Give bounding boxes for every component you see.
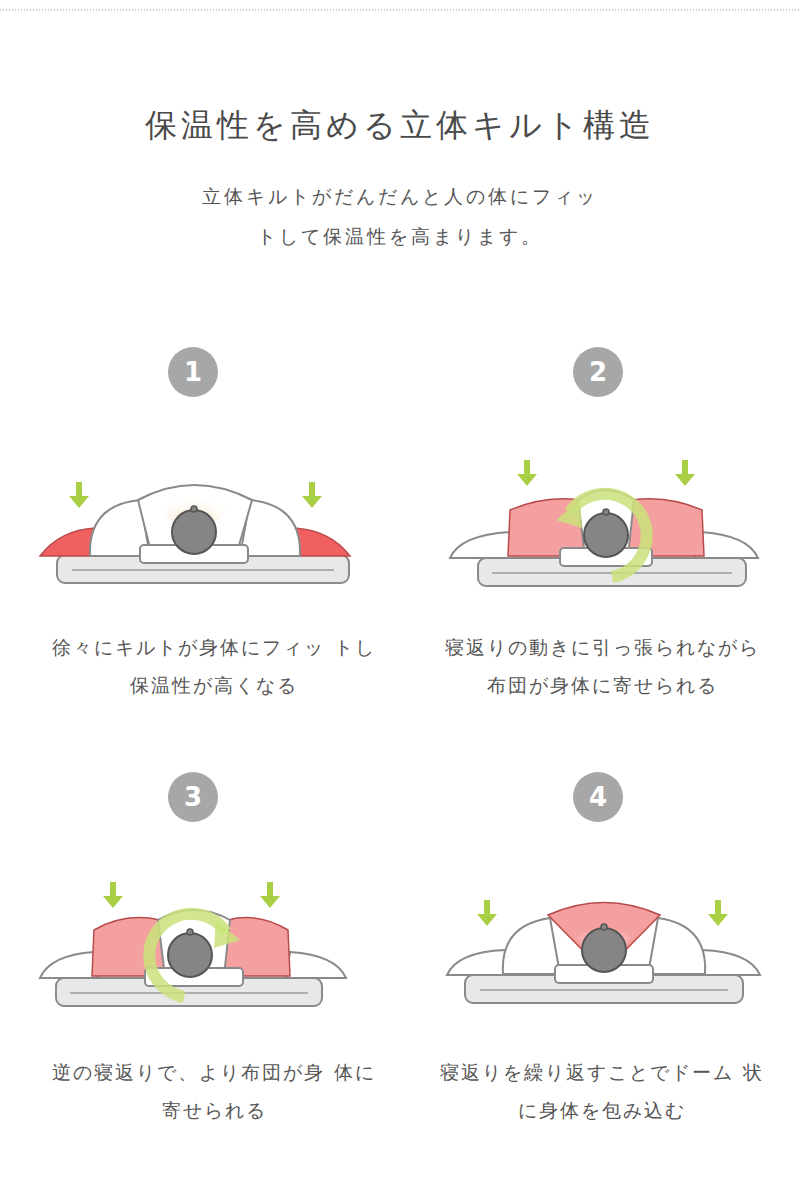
step-description: 逆の寝返りで、より布団が身 体に寄せられる (48, 1053, 380, 1129)
step-description: 徐々にキルトが身体にフィッ トし保温性が高くなる (48, 628, 380, 704)
subtitle: 立体キルトがだんだんと人の体にフィッ トして保温性を高まります。 (190, 176, 610, 256)
step-number-circle: 2 (573, 347, 623, 397)
callout-number: 2 (589, 357, 607, 387)
panel-illustration (40, 482, 350, 583)
title: 保温性を高める立体キルト構造 (60, 104, 740, 148)
step-description: 寝返りの動きに引っ張られながら 布団が身体に寄せられる (432, 628, 772, 704)
panel-illustration (450, 460, 758, 586)
step-description: 寝返りを繰り返すことでドーム 状に身体を包み込む (432, 1053, 772, 1129)
callout-number: 3 (184, 782, 202, 812)
step-number-circle: 4 (573, 772, 623, 822)
step-number-circle: 3 (168, 772, 218, 822)
panel-illustration (447, 900, 760, 1003)
callout-number: 4 (589, 782, 607, 812)
step-number-circle: 1 (168, 347, 218, 397)
callout-number: 1 (184, 357, 202, 387)
panel-illustration (40, 882, 346, 1006)
top-rule (0, 10, 800, 11)
